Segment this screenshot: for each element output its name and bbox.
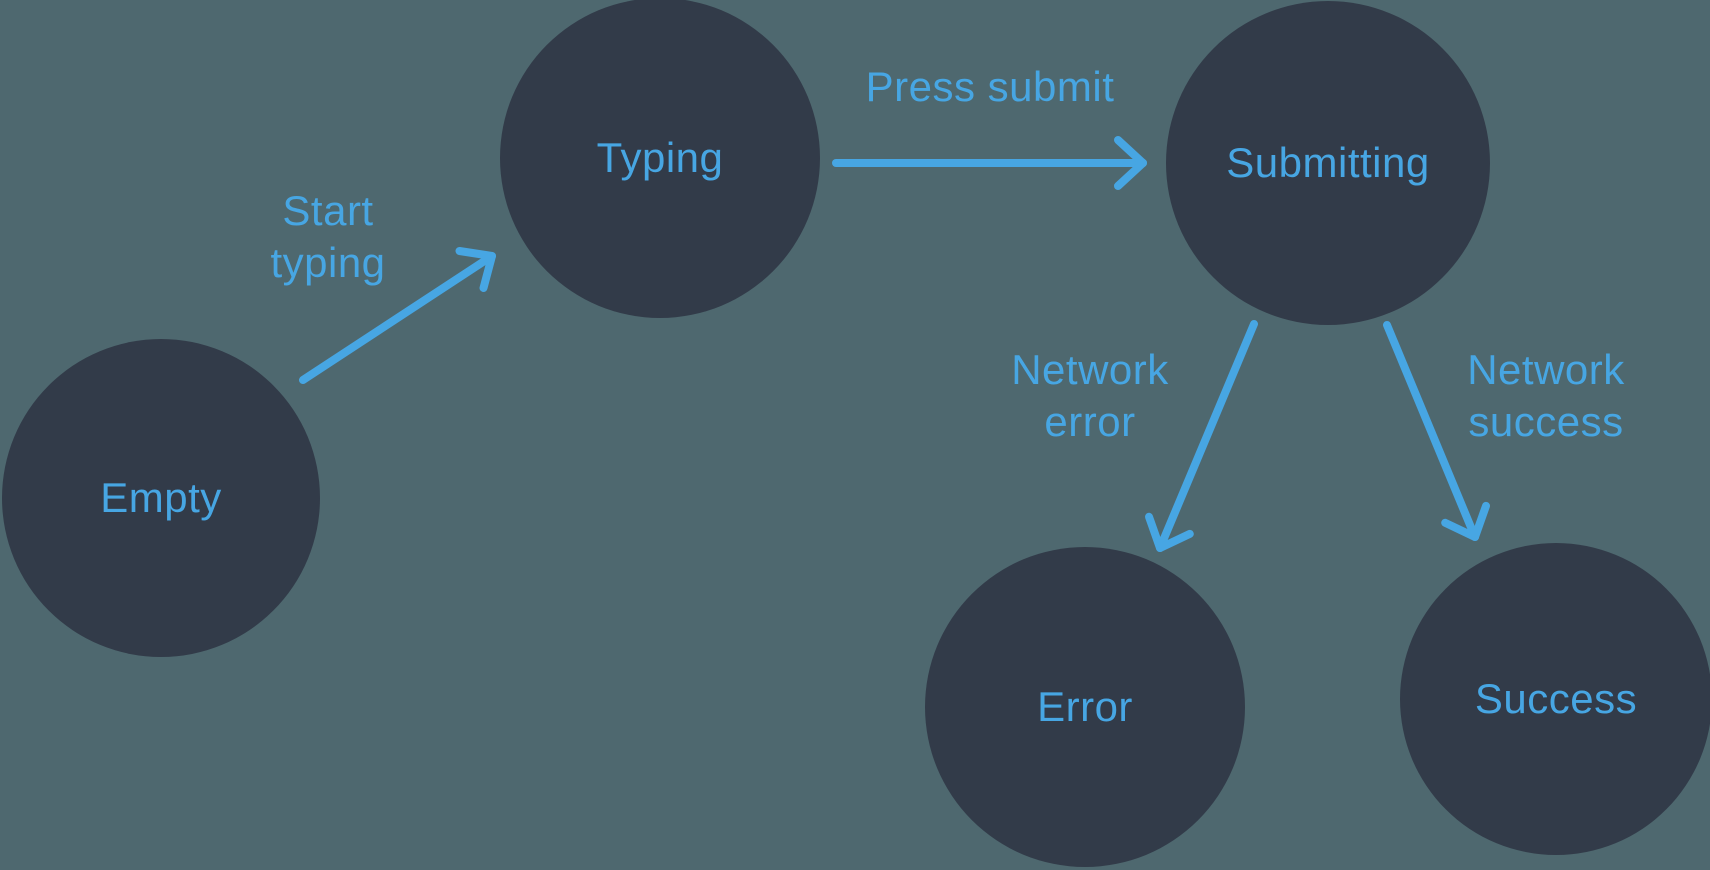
transition-label-press-submit: Press submit xyxy=(865,63,1115,110)
state-label-typing: Typing xyxy=(596,134,724,181)
state-node-typing: Typing xyxy=(500,0,820,318)
arrow-press-submit xyxy=(832,136,1147,190)
arrow-network-success xyxy=(1383,321,1490,541)
transition-label-network-success: Network success xyxy=(1467,346,1625,445)
state-label-success: Success xyxy=(1474,675,1638,722)
state-node-submitting: Submitting xyxy=(1166,1,1490,325)
transition-label-start-typing: Start typing xyxy=(270,187,386,286)
transition-label-network-error: Network error xyxy=(1011,346,1169,445)
state-node-empty: Empty xyxy=(2,339,320,657)
arrow-start-typing xyxy=(299,247,496,384)
state-label-submitting: Submitting xyxy=(1226,139,1430,186)
state-label-empty: Empty xyxy=(100,474,222,521)
arrow-network-error xyxy=(1145,320,1258,552)
state-node-success: Success xyxy=(1400,543,1710,855)
state-label-error: Error xyxy=(1037,683,1133,730)
state-node-error: Error xyxy=(925,547,1245,867)
